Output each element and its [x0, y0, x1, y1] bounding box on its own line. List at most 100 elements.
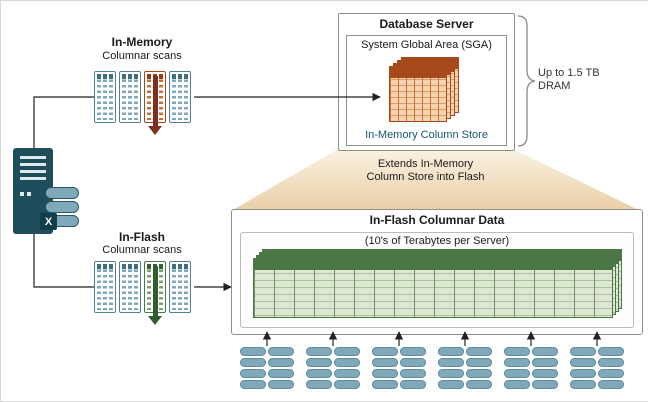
flash-card — [372, 380, 398, 389]
scan-column — [172, 264, 176, 310]
dram-note: Up to 1.5 TB DRAM — [538, 67, 600, 93]
scan-icon — [94, 261, 116, 313]
dram-note-line2: DRAM — [538, 80, 571, 92]
flash-card-group — [438, 347, 492, 389]
flash-card — [268, 369, 294, 378]
scan-column — [97, 74, 101, 120]
flash-card — [372, 369, 398, 378]
flash-card — [570, 358, 596, 367]
flash-card — [438, 369, 464, 378]
in-memory-subtitle: Columnar scans — [102, 50, 182, 62]
flash-card — [438, 358, 464, 367]
scan-column — [178, 74, 182, 120]
flash-card — [334, 369, 360, 378]
flash-card — [400, 347, 426, 356]
scan-column — [122, 264, 126, 310]
in-flash-subtitle: Columnar scans — [102, 244, 182, 256]
flash-card-group — [372, 347, 426, 389]
scan-icon — [119, 261, 141, 313]
scan-direction-arrow-icon — [148, 76, 162, 135]
flash-card — [532, 358, 558, 367]
flash-card — [570, 369, 596, 378]
scan-column — [128, 264, 132, 310]
flash-card — [268, 380, 294, 389]
server-vents-icon — [20, 156, 46, 182]
flash-card — [598, 369, 624, 378]
scan-column — [159, 74, 163, 120]
scan-column — [109, 264, 113, 310]
flash-card — [334, 380, 360, 389]
scan-icon — [169, 261, 191, 313]
grid-layer — [389, 66, 447, 122]
in-memory-column-store-label: In-Memory Column Store — [365, 129, 488, 141]
in-memory-column-store-icon — [389, 57, 459, 123]
flash-card — [400, 380, 426, 389]
scan-direction-arrow-icon — [148, 266, 162, 325]
flash-card — [466, 380, 492, 389]
scan-column — [184, 74, 188, 120]
scan-column — [122, 74, 126, 120]
in-flash-columnar-grid-icon — [253, 249, 625, 319]
flash-card — [532, 347, 558, 356]
flash-card — [532, 369, 558, 378]
server-led-icon — [20, 192, 24, 196]
scan-column — [97, 264, 101, 310]
in-flash-columnar-title: In-Flash Columnar Data — [369, 213, 505, 227]
scan-icon — [169, 71, 191, 123]
in-flash-title: In-Flash — [118, 230, 165, 244]
flash-card-group — [306, 347, 360, 389]
scan-column — [147, 264, 151, 310]
server-led-icon — [27, 192, 31, 196]
disk-icon — [45, 187, 79, 199]
flash-card — [400, 358, 426, 367]
database-server-title: Database Server — [379, 17, 474, 31]
flash-card-group — [240, 347, 294, 389]
flash-card — [306, 369, 332, 378]
scan-column — [147, 74, 151, 120]
sga-box: System Global Area (SGA) In-Memory Colum… — [346, 35, 507, 146]
scan-icon — [94, 71, 116, 123]
flash-card — [240, 358, 266, 367]
flash-card — [306, 358, 332, 367]
flash-card — [466, 347, 492, 356]
in-flash-columnar-subtitle: (10's of Terabytes per Server) — [364, 235, 510, 247]
scan-column — [134, 264, 138, 310]
flash-card — [240, 369, 266, 378]
flash-card — [438, 347, 464, 356]
funnel-caption-line1: Extends In-Memory — [377, 158, 474, 170]
flash-card — [466, 369, 492, 378]
flash-card-group — [570, 347, 624, 389]
scan-column — [103, 74, 107, 120]
flash-card — [598, 358, 624, 367]
scan-column — [159, 264, 163, 310]
in-flash-columnar-box: In-Flash Columnar Data (10's of Terabyte… — [231, 209, 643, 335]
scan-column — [103, 264, 107, 310]
flash-card-array — [240, 347, 632, 391]
flash-card — [306, 380, 332, 389]
scan-column — [184, 264, 188, 310]
flash-card — [598, 380, 624, 389]
flash-card — [240, 347, 266, 356]
in-flash-columnar-inner-box: (10's of Terabytes per Server) — [240, 232, 634, 328]
in-memory-title: In-Memory — [111, 35, 173, 49]
flash-card — [268, 358, 294, 367]
scan-column — [172, 74, 176, 120]
flash-card — [504, 380, 530, 389]
funnel-caption: Extends In-Memory Column Store into Flas… — [333, 158, 518, 184]
scan-icon — [119, 71, 141, 123]
flash-card — [268, 347, 294, 356]
scan-icon-highlighted — [144, 71, 166, 135]
in-flash-scan-row — [94, 261, 191, 325]
flash-card — [598, 347, 624, 356]
in-memory-scan-row — [94, 71, 191, 135]
scan-column — [109, 74, 113, 120]
sga-title: System Global Area (SGA) — [361, 39, 492, 51]
flash-card — [372, 347, 398, 356]
scan-column — [128, 74, 132, 120]
scan-column — [178, 264, 182, 310]
flash-card — [570, 347, 596, 356]
flash-card — [400, 369, 426, 378]
disk-icon — [45, 201, 79, 213]
